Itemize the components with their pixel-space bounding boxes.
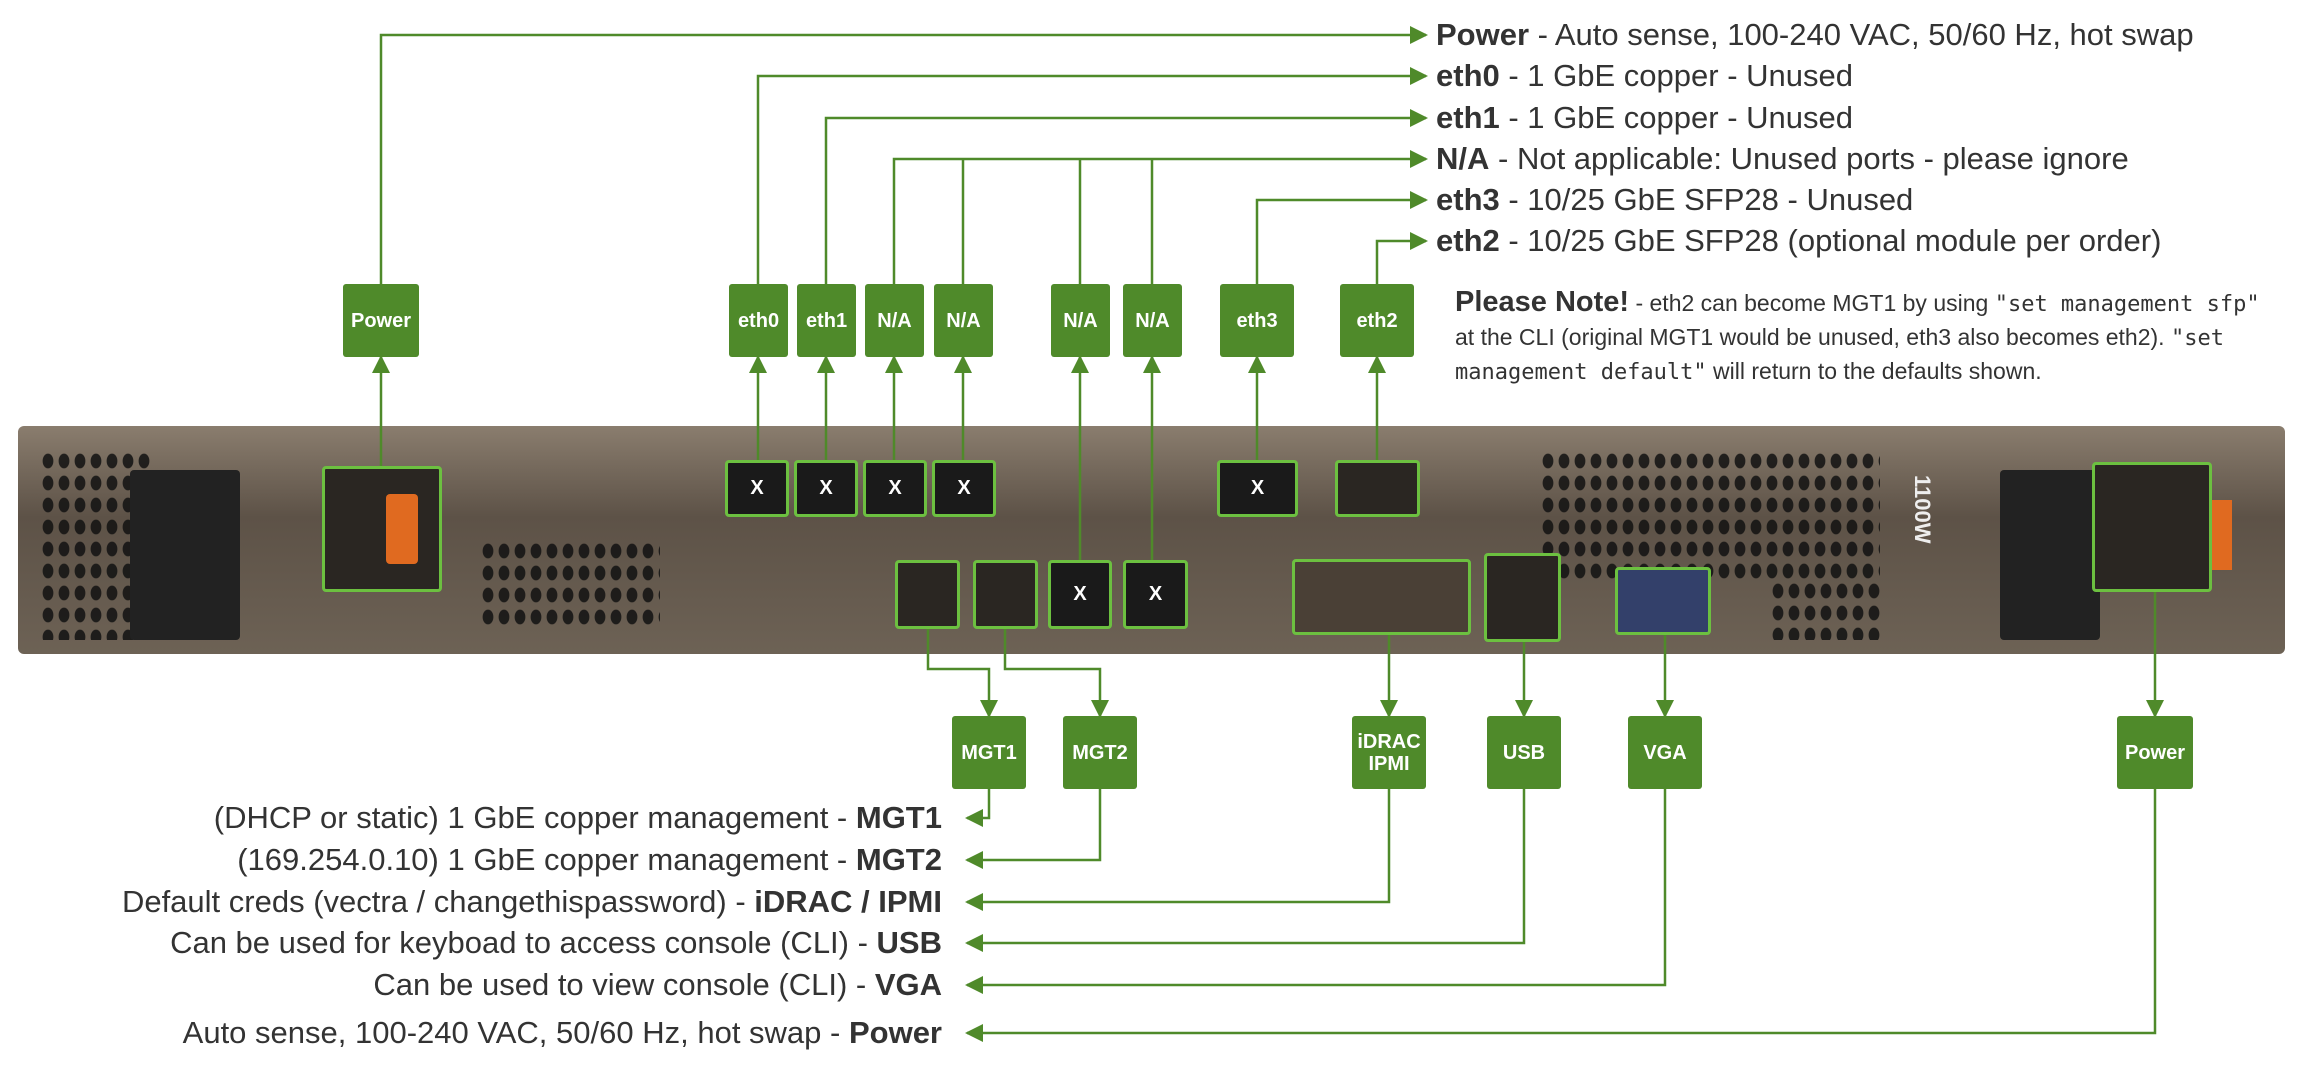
- box-eth2: eth2: [1340, 284, 1414, 357]
- label-usb: Can be used for keyboad to access consol…: [170, 925, 942, 960]
- port-eth0: X: [725, 460, 789, 517]
- label-na: N/A - Not applicable: Unused ports - ple…: [1436, 141, 2129, 176]
- box-usb: USB: [1487, 716, 1561, 789]
- label-eth2: eth2 - 10/25 GbE SFP28 (optional module …: [1436, 223, 2162, 258]
- port-idrac: [1292, 559, 1471, 635]
- wire-na: [892, 150, 1428, 284]
- label-idrac: Default creds (vectra / changethispasswo…: [121, 884, 942, 919]
- label-eth1: eth1 - 1 GbE copper - Unused: [1436, 100, 1853, 135]
- label-power-bottom: Auto sense, 100-240 VAC, 50/60 Hz, hot s…: [182, 1015, 942, 1050]
- box-na: N/A: [1123, 284, 1182, 357]
- box-eth0: eth0: [729, 284, 788, 357]
- port-mgt1: [895, 560, 960, 629]
- label-mgt2: (169.254.0.10) 1 GbE copper management -…: [237, 842, 942, 877]
- box-na: N/A: [1051, 284, 1110, 357]
- label-mgt1: (DHCP or static) 1 GbE copper management…: [213, 800, 942, 835]
- port-na: X: [1048, 560, 1112, 629]
- box-mgt1: MGT1: [952, 716, 1026, 789]
- psu-latch: [2212, 500, 2232, 570]
- label-vga: Can be used to view console (CLI) - VGA: [373, 967, 942, 1002]
- box-mgt2: MGT2: [1063, 716, 1137, 789]
- port-eth3: X: [1217, 460, 1298, 517]
- label-power-top: Power - Auto sense, 100-240 VAC, 50/60 H…: [1436, 17, 2194, 52]
- box-idrac-ipmi: iDRAC IPMI: [1352, 716, 1426, 789]
- psu-right-socket: [2092, 462, 2212, 592]
- box-vga: VGA: [1628, 716, 1702, 789]
- wire-eth2: [1375, 232, 1428, 284]
- port-mgt2: [973, 560, 1038, 629]
- port-na: X: [932, 460, 996, 517]
- label-eth3: eth3 - 10/25 GbE SFP28 - Unused: [1436, 182, 1914, 217]
- vent-grill: [480, 540, 660, 630]
- port-vga: [1615, 567, 1711, 635]
- box-power-top: Power: [343, 284, 419, 357]
- label-eth0: eth0 - 1 GbE copper - Unused: [1436, 58, 1853, 93]
- wire-eth1: [824, 109, 1428, 284]
- box-power-bottom: Power: [2117, 716, 2193, 789]
- psu-left-handle: [130, 470, 240, 640]
- box-eth3: eth3: [1220, 284, 1294, 357]
- port-eth1: X: [794, 460, 858, 517]
- box-eth1: eth1: [797, 284, 856, 357]
- psu-latch: [386, 494, 418, 564]
- wire-eth0: [756, 67, 1428, 284]
- wire-power-top: [379, 26, 1428, 284]
- box-na: N/A: [865, 284, 924, 357]
- psu-left-socket: [322, 466, 442, 592]
- vent-grill: [1770, 580, 1880, 640]
- management-note: Please Note! - eth2 can become MGT1 by u…: [1455, 286, 2260, 385]
- box-na: N/A: [934, 284, 993, 357]
- port-na: X: [1123, 560, 1188, 629]
- port-usb: [1484, 553, 1561, 642]
- port-eth2: [1335, 460, 1420, 517]
- wire-eth3: [1255, 191, 1428, 284]
- vent-grill: [1540, 450, 1880, 580]
- port-na: X: [863, 460, 927, 517]
- psu-right-handle: [2000, 470, 2100, 640]
